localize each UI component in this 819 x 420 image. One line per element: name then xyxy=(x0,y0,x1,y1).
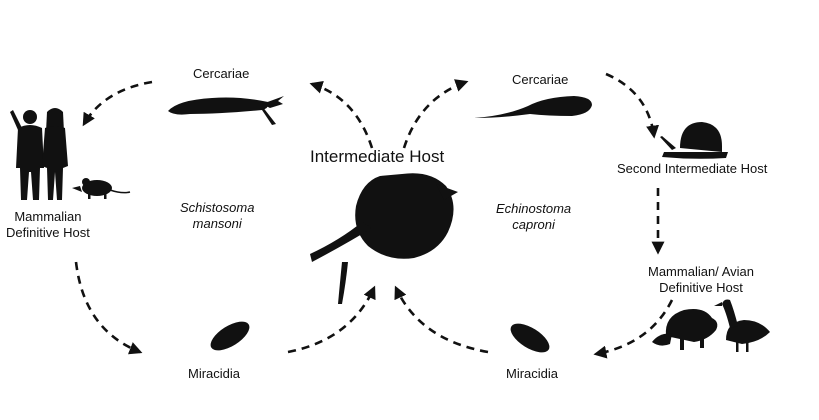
species-label-right: Echinostoma caproni xyxy=(496,201,571,233)
species-epithet: mansoni xyxy=(192,216,242,231)
arrow-host-to-cercariae-right xyxy=(402,79,469,149)
miracidia-label-right: Miracidia xyxy=(506,366,559,381)
arrow-cercariae-to-snail xyxy=(605,72,660,139)
snail-icon xyxy=(660,122,728,159)
cercariae-label-right: Cercariae xyxy=(512,72,569,87)
arrow-miracidia-to-host-left xyxy=(287,285,376,354)
species-epithet: caproni xyxy=(512,217,555,232)
arrow-definitive-host-to-miracidia-right xyxy=(593,299,674,359)
definitive-host-label-left: Mammalian Definitive Host xyxy=(6,209,90,241)
definitive-host-line-1: Mammalian xyxy=(14,209,82,224)
definitive-host-line-1: Mammalian/ Avian xyxy=(648,264,754,279)
cercariae-label-left: Cercariae xyxy=(193,66,250,81)
species-label-left: Schistosoma mansoni xyxy=(180,200,254,232)
definitive-host-line-2: Definitive Host xyxy=(659,280,743,295)
arrow-miracidia-to-host-right xyxy=(394,285,489,354)
arrow-cercariae-to-mammal xyxy=(82,80,153,127)
definitive-host-line-2: Definitive Host xyxy=(6,225,90,240)
beaver-icon xyxy=(652,309,718,350)
center-title: Intermediate Host xyxy=(310,147,445,166)
pond-snail-icon xyxy=(310,173,458,304)
miracidia-label-left: Miracidia xyxy=(188,366,241,381)
species-genus: Schistosoma xyxy=(180,200,255,215)
cercaria-icon xyxy=(474,96,592,118)
goose-icon xyxy=(714,299,770,352)
arrow-host-to-cercariae-left xyxy=(309,80,374,149)
human-couple-icon xyxy=(10,108,68,200)
miracidium-icon xyxy=(510,323,550,353)
second-host-label: Second Intermediate Host xyxy=(617,161,768,176)
arrow-mammal-to-miracidia-left xyxy=(74,261,143,355)
definitive-host-label-right: Mammalian/ Avian Definitive Host xyxy=(648,264,754,296)
miracidium-icon xyxy=(210,321,250,351)
species-genus: Echinostoma xyxy=(496,201,572,216)
cercaria-icon xyxy=(168,96,284,125)
mouse-icon xyxy=(72,178,131,199)
